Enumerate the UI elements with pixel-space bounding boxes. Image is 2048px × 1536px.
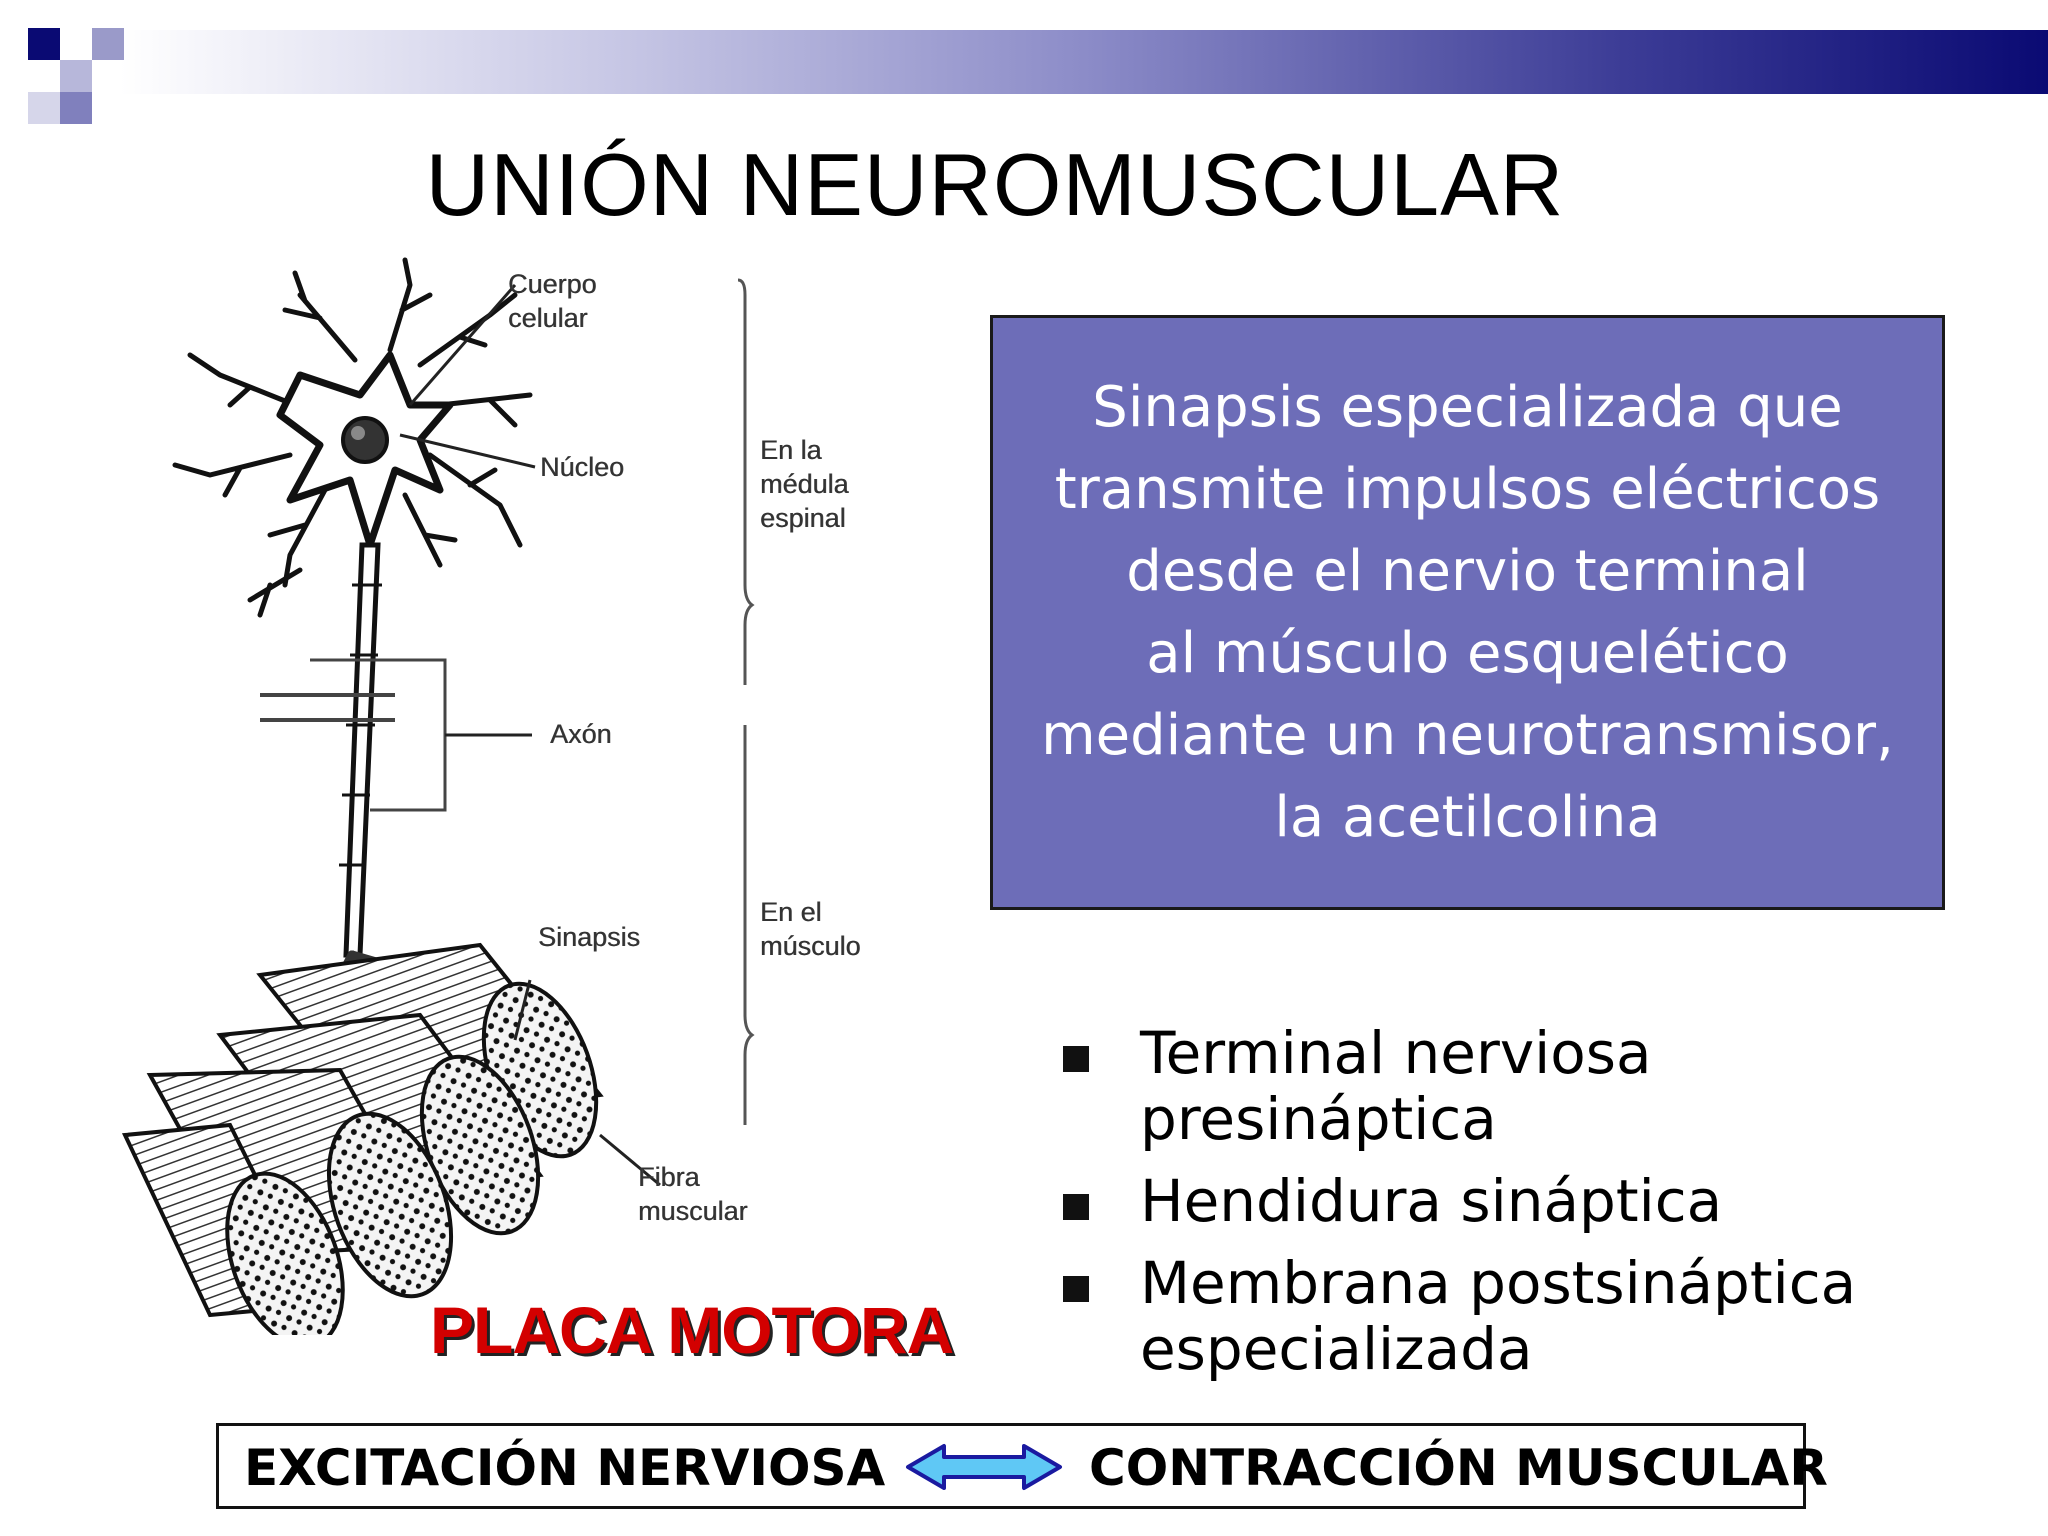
definition-line: transmite impulsos eléctricos [1054,456,1881,522]
definition-line: mediante un neurotransmisor, [1041,702,1894,768]
label-line: Fibra [638,1162,700,1192]
deco-square [60,60,92,92]
deco-square [92,28,124,60]
bullet-text: presináptica [1140,1085,1497,1153]
definition-line: al músculo esquelético [1146,620,1789,686]
label-medula-espinal: En la médula espinal [760,433,849,535]
definition-box: Sinapsis especializada que transmite imp… [990,315,1945,910]
neuromuscular-diagram: Cuerpo celular Núcleo Axón Sinapsis Fibr… [120,255,920,1349]
bullet-text: Hendidura sináptica [1140,1167,1723,1235]
label-cuerpo-celular: Cuerpo celular [508,267,597,335]
double-arrow-icon [906,1444,1062,1490]
label-line: En el [760,897,822,927]
label-sinapsis: Sinapsis [538,922,641,952]
deco-square [60,92,92,124]
definition-line: desde el nervio terminal [1126,538,1809,604]
label-line: En la [760,435,822,465]
axon [343,542,381,958]
excitacion-nerviosa-text: EXCITACIÓN NERVIOSA [244,1439,886,1497]
label-en-el-musculo: En el músculo [760,895,861,963]
muscle-fibers [121,942,604,1349]
label-axon: Axón [550,719,612,749]
label-line: músculo [760,931,861,961]
placa-motora-label: PLACA MOTORA [430,1293,954,1367]
label-fibra-muscular: Fibra muscular [638,1160,748,1228]
bullet-list: Terminal nerviosa presináptica Hendidura… [1060,1020,1960,1398]
label-line: Cuerpo [508,269,597,299]
label-line: celular [508,303,588,333]
label-line: espinal [760,503,846,533]
definition-line: la acetilcolina [1274,784,1661,850]
label-line: muscular [638,1196,748,1226]
square-bullet-icon [1063,1194,1089,1220]
excitation-contraction-box: EXCITACIÓN NERVIOSA CONTRACCIÓN MUSCULAR [216,1423,1828,1509]
deco-square [28,28,60,60]
definition-line: Sinapsis especializada que [1092,374,1843,440]
square-bullet-icon [1063,1276,1089,1302]
nucleus [341,416,389,464]
list-item: Terminal nerviosa presináptica [1060,1020,1960,1152]
label-line: médula [760,469,849,499]
bullet-text: Membrana postsináptica [1140,1249,1857,1317]
list-item: Membrana postsináptica especializada [1060,1250,1960,1382]
bullet-text: Terminal nerviosa [1140,1019,1652,1087]
slide-title: UNIÓN NEUROMUSCULAR [425,135,1565,234]
dendrites [172,257,533,618]
bullet-text: especializada [1140,1315,1533,1383]
square-bullet-icon [1063,1046,1089,1072]
label-nucleo: Núcleo [540,452,625,482]
contraccion-muscular-text: CONTRACCIÓN MUSCULAR [1089,1439,1828,1497]
neuron-muscle-illustration [121,257,755,1349]
deco-square [28,92,60,124]
list-item: Hendidura sináptica [1060,1168,1960,1234]
header-gradient-bar [120,30,2048,94]
